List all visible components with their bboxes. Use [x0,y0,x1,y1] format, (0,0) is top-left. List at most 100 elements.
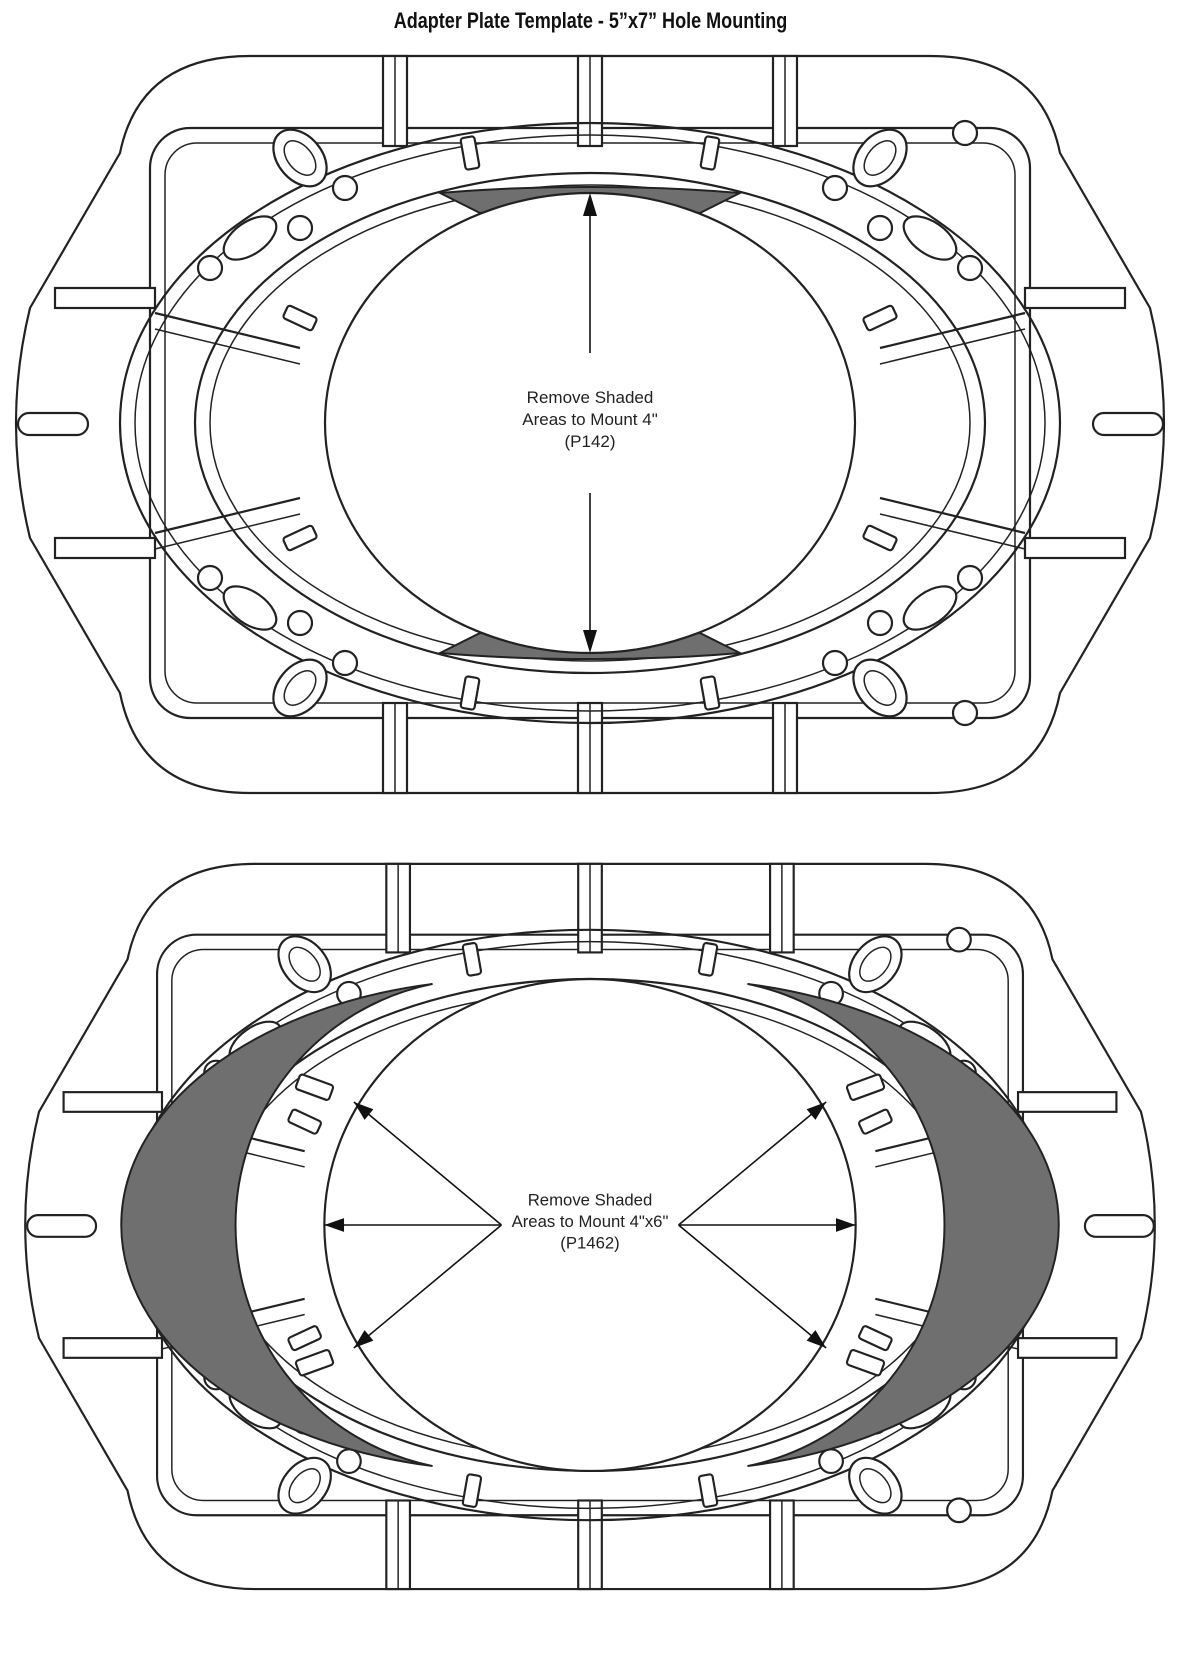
ring-spoke [879,311,1026,350]
arrowhead [353,1101,374,1120]
mount-screw-oval-inner [288,1468,321,1504]
rib-left [53,536,157,560]
outer-ring-inner [134,134,1046,712]
mount-screw-oval-inner [863,670,897,706]
mount-screw-oval-inner [288,946,321,982]
ring-tab [461,942,483,977]
ring-spoke [154,496,301,535]
ring-tab [459,675,481,711]
mount-hole [286,609,314,637]
mount-hole [821,649,849,677]
template-label-line: Areas to Mount 4" [522,410,658,429]
inner-oval-ring [193,171,987,675]
template-label-line: (P142) [564,432,615,451]
ring-tab [858,1325,893,1352]
ring-spoke-edge [879,328,1026,365]
mount-hole [286,214,314,242]
mount-screw-oval-inner [859,946,892,982]
mount-hole [818,1448,844,1475]
mount-hole [946,926,972,953]
ring-tab [282,524,318,552]
mount-slot-oval [222,585,278,631]
mount-hole [951,699,979,727]
mount-screw-oval [848,1456,903,1515]
mount-hole [956,254,984,282]
pointer-arrow [353,1101,502,1226]
arrowhead [806,1330,827,1348]
arrowhead-up [583,193,597,216]
mount-slot-oval [902,585,958,631]
ring-tab [862,304,898,332]
ring-tab [282,304,318,332]
shaded-area-right [747,982,1060,1468]
arrowhead-down [583,630,597,653]
mount-hole [196,564,224,592]
pointer-arrow [678,1101,827,1226]
ring-tab [461,1473,483,1508]
mount-hole [866,609,894,637]
ring-tab [287,1108,322,1135]
shaded-tab [294,1073,335,1101]
ring-spoke-edge [154,513,301,550]
outer-ring [118,121,1062,725]
mount-screw-oval-inner [859,1468,892,1504]
mount-hole [946,1497,972,1524]
mount-screw-oval [852,658,908,718]
mount-hole [951,119,979,147]
rib-right [1023,536,1127,560]
ring-tab [697,942,719,977]
shaded-area-left [120,982,433,1468]
rib-right [1016,1091,1118,1113]
ring-tab [699,675,721,711]
ring-tab [699,135,721,171]
arrowhead [353,1330,374,1348]
rib-right [1016,1337,1118,1359]
arrowhead [806,1101,827,1120]
rib-left [62,1091,164,1113]
ring-tab [287,1325,322,1352]
inner-oval-ring-inset [209,184,971,662]
mount-hole [331,649,359,677]
mount-hole [956,564,984,592]
ring-spoke-edge [879,513,1026,550]
shaded-tab [845,1349,886,1377]
template-label-line: Remove Shaded [528,1190,653,1209]
rib-right [1023,286,1127,310]
template-label-line: Remove Shaded [527,388,654,407]
mount-screw-oval [852,128,908,188]
template-label-line: Areas to Mount 4"x6" [512,1212,669,1231]
ring-spoke [154,311,301,350]
ring-spoke-edge [154,328,301,365]
mount-screw-oval [272,128,328,188]
ring-tab [862,524,898,552]
mount-screw-oval-inner [863,140,897,176]
plate-outline [24,862,1156,1591]
page-title: Adapter Plate Template - 5”x7” Hole Moun… [393,8,788,33]
mount-slot-oval [222,215,278,261]
mount-screw-oval [277,935,332,994]
shaded-tab [294,1349,335,1377]
rib-left [53,286,157,310]
mount-screw-oval [848,935,903,994]
mount-hole [866,214,894,242]
plate-outline [14,54,1166,795]
mount-screw-oval [277,1456,332,1515]
side-slot-right [1083,1214,1155,1238]
side-slot-right [1091,411,1165,437]
ring-tab [858,1108,893,1135]
side-slot-left [16,411,90,437]
side-slot-left [26,1214,98,1238]
mount-screw-oval-inner [283,670,317,706]
rib-left [62,1337,164,1359]
ring-spoke [879,496,1026,535]
template-label-line: (P1462) [560,1234,619,1253]
shaded-tab [845,1073,886,1101]
ring-tab [697,1473,719,1508]
arrowhead [324,1218,345,1232]
mount-hole [336,1448,362,1475]
